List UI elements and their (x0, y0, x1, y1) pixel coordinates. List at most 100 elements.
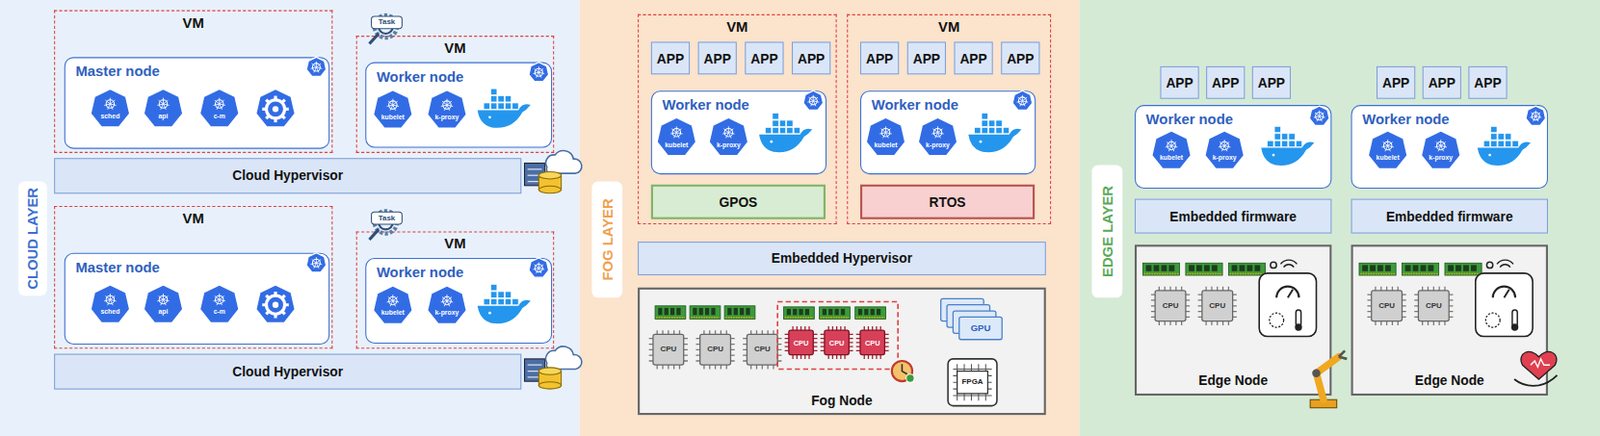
cpu-pins (703, 330, 705, 369)
helm-spoke (314, 262, 317, 268)
helm-spoke (1022, 97, 1027, 102)
cpu-pins (856, 338, 890, 340)
helm-spoke (312, 63, 317, 68)
node-title: VM (54, 13, 332, 32)
ram-board (724, 306, 756, 320)
layer-band: Embedded firmware (1351, 199, 1548, 235)
k8s-operator-icon (255, 285, 295, 324)
server-slot (527, 376, 543, 378)
container-block (498, 103, 504, 109)
helm-spoke (813, 97, 818, 102)
helm-spoke (1316, 116, 1320, 122)
gear-tooth (262, 107, 266, 111)
icon-heptagon (865, 117, 906, 157)
cpu-pins (1366, 299, 1406, 301)
gauge-needle (1503, 289, 1509, 298)
helm-spoke (109, 100, 115, 105)
container-block (498, 298, 504, 305)
ram-stick (855, 307, 887, 320)
node-title: Worker node (1146, 109, 1233, 129)
ram-chip (1405, 264, 1412, 271)
icon-label: api (144, 308, 182, 318)
ram-chip (745, 308, 750, 315)
helm-spoke (315, 61, 317, 68)
ram-chip (699, 308, 704, 315)
container-block (786, 120, 793, 127)
layer-band: Cloud Hypervisor (53, 157, 522, 194)
ram-chip (1254, 264, 1260, 271)
k8s-node-box: Worker node (860, 90, 1036, 175)
ram-board (1228, 262, 1265, 276)
heart-hand-icon (1514, 351, 1557, 386)
cpu-pins (695, 360, 735, 362)
container-block (764, 127, 771, 133)
helm-spoke (162, 299, 169, 301)
helm-spoke (534, 264, 540, 269)
cpu-pins (785, 334, 818, 336)
helm-spoke (219, 299, 223, 306)
node-title: APP (1423, 67, 1461, 99)
thermometer (1512, 310, 1518, 327)
container-block (996, 127, 1002, 133)
k8s-node-box: Master node (64, 253, 330, 345)
k8s-logo (306, 56, 327, 77)
helm-wheel (1531, 112, 1540, 121)
vm-box: VMWorker node (356, 35, 555, 154)
arm-links (1316, 357, 1339, 400)
helm-spoke (216, 299, 220, 306)
layer-panel: EDGE LAYERAPPAPPAPPWorker nodeEmbedded f… (1079, 0, 1600, 436)
container-block (1491, 126, 1497, 132)
helm-spoke (392, 294, 394, 301)
helm-spoke (213, 299, 220, 301)
k8s-component-icon (426, 89, 467, 129)
helm-spoke (158, 295, 164, 300)
cpu-chip (1198, 287, 1237, 326)
helm-spoke (676, 126, 678, 132)
icon-heptagon (143, 88, 184, 128)
whale-eye (1488, 154, 1492, 158)
helm-spoke (445, 99, 447, 105)
ram-chip (705, 308, 709, 315)
ram-chip (1470, 264, 1477, 271)
container-block (1497, 140, 1504, 147)
ram-chip (1413, 264, 1419, 271)
ram-board (1444, 262, 1482, 276)
k8s-component-icon (90, 88, 131, 128)
container-block (1274, 140, 1281, 147)
helm-spoke (219, 100, 225, 105)
ram-board (1185, 262, 1223, 276)
helm-spoke (446, 300, 453, 302)
task-tag (371, 16, 403, 29)
helm-spoke (671, 129, 677, 133)
chip-label: CPU (786, 337, 817, 350)
os-box: RTOS (860, 184, 1035, 220)
helm-spoke (538, 72, 545, 74)
ram-stick (1359, 262, 1396, 276)
helm-wheel (1315, 112, 1324, 121)
helm-spoke (1218, 145, 1225, 147)
helm-wheel (158, 295, 167, 304)
ram-stick (1142, 262, 1180, 276)
ram-stick (1185, 262, 1223, 276)
logo-heptagon (306, 56, 327, 77)
k8s-logo (803, 90, 824, 110)
timer-face (891, 361, 913, 382)
cpu-chip (856, 326, 890, 360)
helm-spoke (1022, 95, 1023, 102)
container-block (483, 103, 490, 109)
helm-spoke (162, 295, 168, 300)
node-title: APP (1001, 42, 1039, 74)
chip-label: CPU (1371, 299, 1403, 313)
ram-stick (724, 306, 756, 320)
cpu-pins (1397, 287, 1399, 326)
ram-chip (798, 309, 803, 315)
helm-spoke (387, 300, 394, 302)
ram-stick (1444, 262, 1482, 276)
ram-chip (739, 308, 744, 315)
helm-spoke (813, 101, 819, 103)
gear-ring (265, 295, 285, 315)
node-title: VM (357, 235, 553, 254)
chip-label: CPU (1417, 299, 1449, 313)
container-block (1288, 140, 1295, 147)
helm-spoke (538, 268, 545, 270)
